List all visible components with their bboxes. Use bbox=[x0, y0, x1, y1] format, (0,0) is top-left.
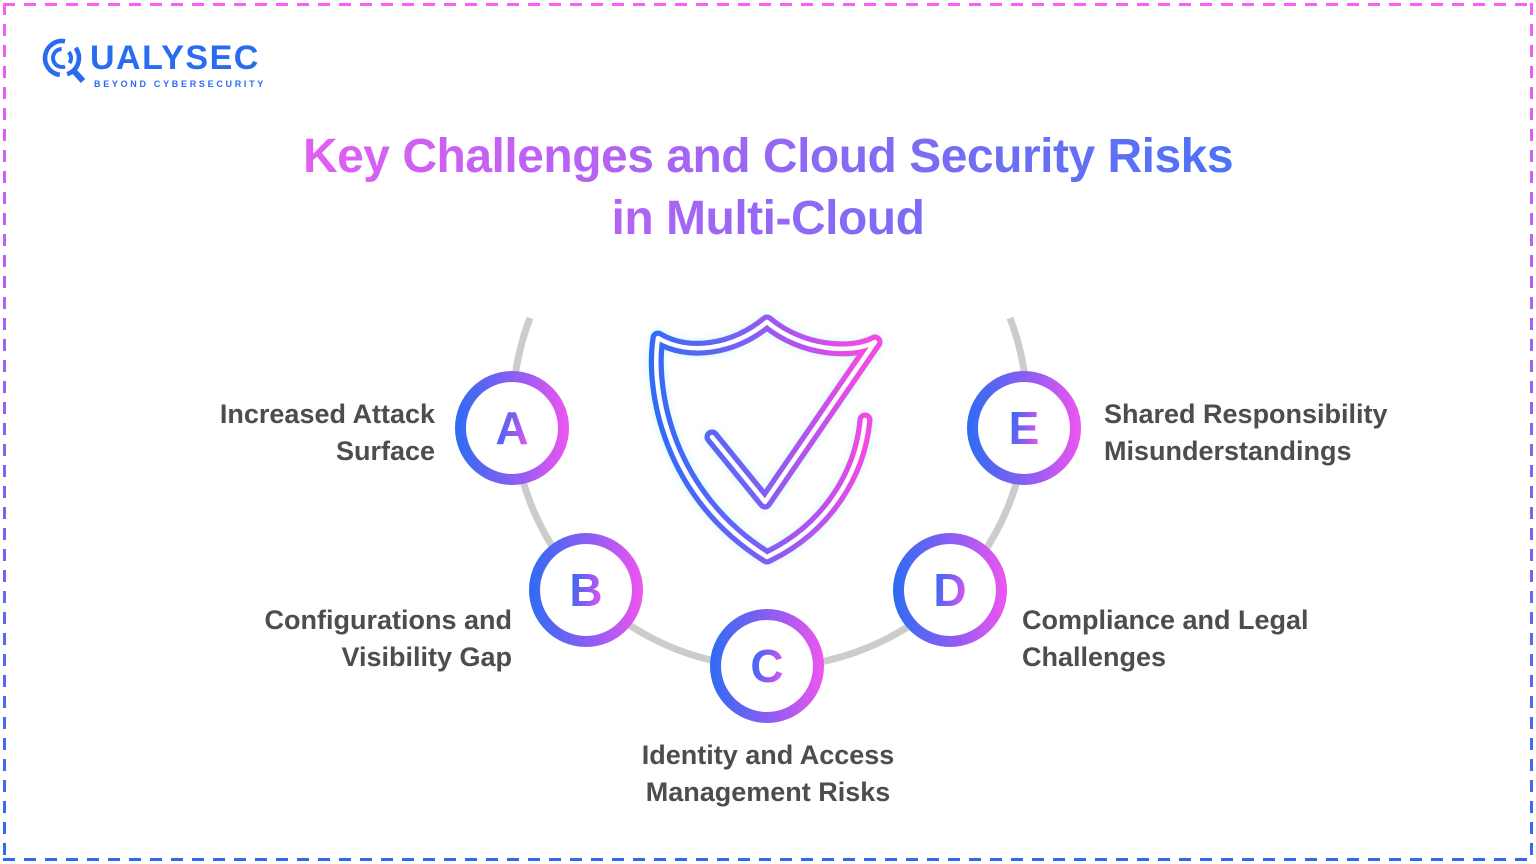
brand-logo: UALYSEC BEYOND CYBERSECURITY bbox=[40, 36, 266, 89]
node-e-circle: E bbox=[967, 371, 1081, 485]
brand-tagline: BEYOND CYBERSECURITY bbox=[94, 79, 267, 89]
node-e-letter: E bbox=[1008, 402, 1040, 454]
label-increased-attack-surface: Increased Attack Surface bbox=[219, 399, 435, 466]
node-c-letter: C bbox=[750, 640, 784, 692]
node-d-letter: D bbox=[933, 564, 967, 616]
shield-check-icon bbox=[648, 314, 883, 565]
node-a-circle: A bbox=[455, 371, 569, 485]
node-d-circle: D bbox=[893, 533, 1007, 647]
label-shared-responsibility-misunderstandings: Shared Responsibility Misunderstandings bbox=[1104, 399, 1388, 466]
magnifier-q-icon bbox=[42, 38, 86, 84]
node-c-circle: C bbox=[710, 609, 824, 723]
brand-text-column: UALYSEC BEYOND CYBERSECURITY bbox=[90, 36, 266, 89]
label-compliance-legal-challenges: Compliance and Legal Challenges bbox=[1022, 605, 1309, 672]
node-b-circle: B bbox=[529, 533, 643, 647]
node-b-letter: B bbox=[569, 564, 603, 616]
node-a-letter: A bbox=[495, 402, 529, 454]
label-identity-access-management-risks: Identity and Access Management Risks bbox=[641, 740, 895, 807]
label-configurations-visibility-gap: Configurations and Visibility Gap bbox=[264, 605, 512, 672]
brand-name: UALYSEC bbox=[90, 39, 260, 77]
